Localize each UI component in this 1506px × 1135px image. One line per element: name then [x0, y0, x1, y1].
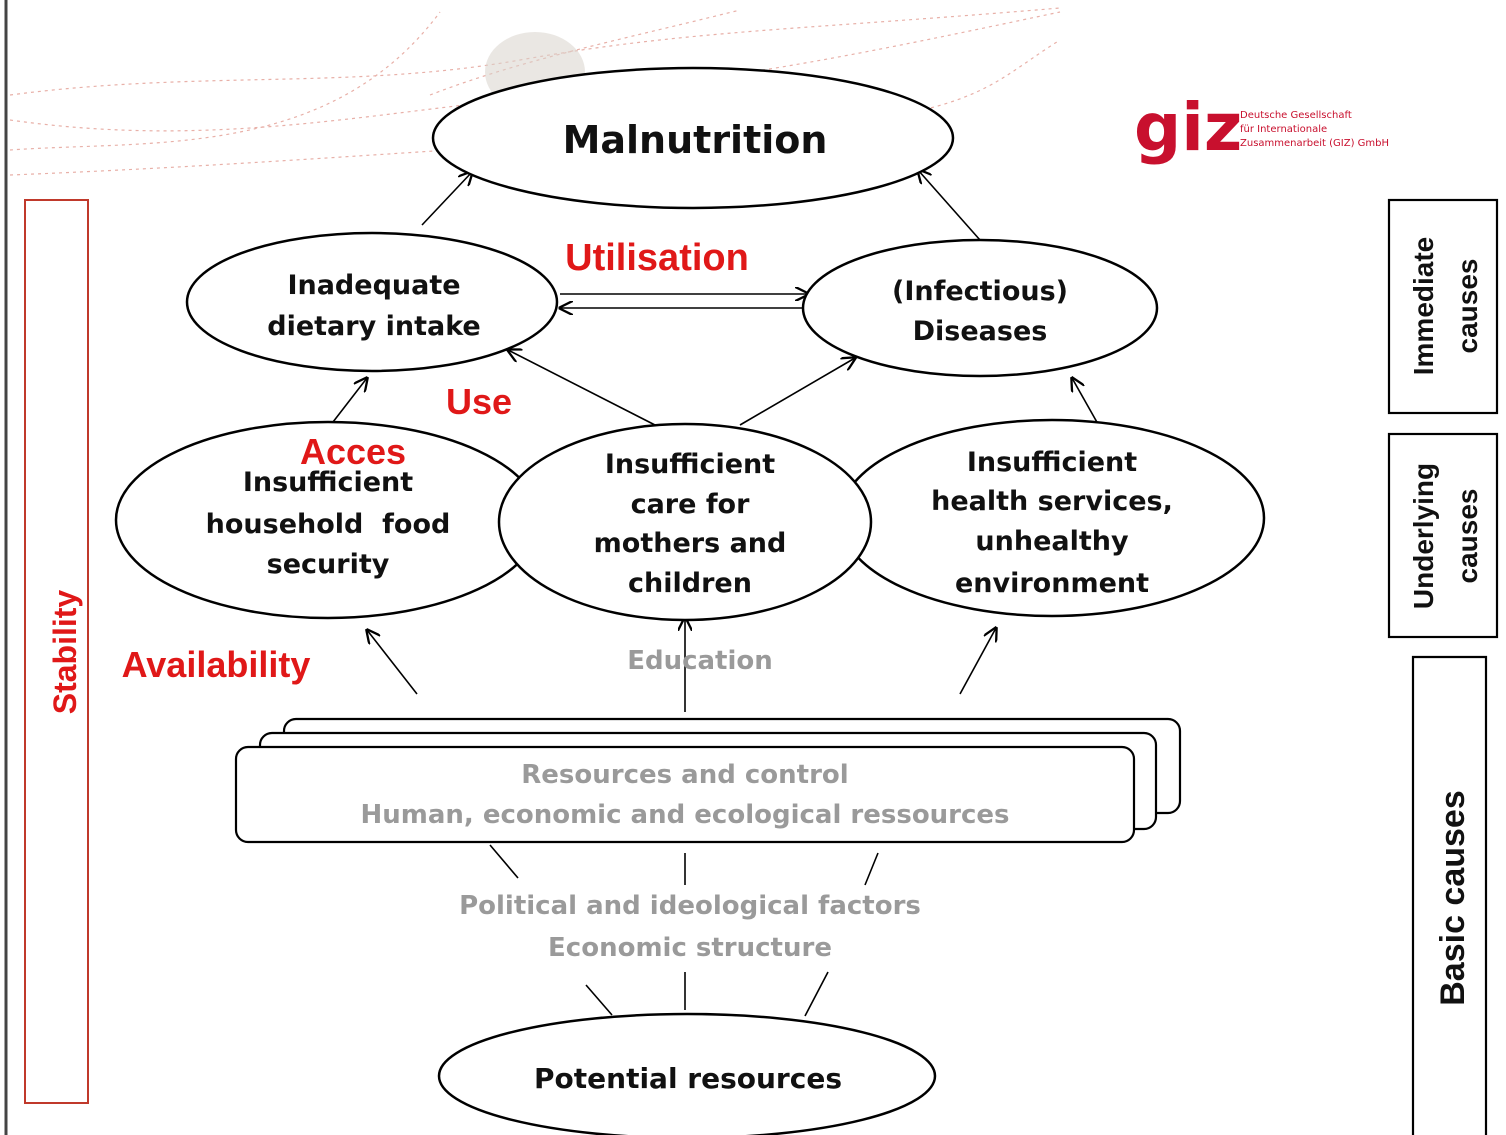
giz-wordmark: giz	[1134, 89, 1242, 166]
economic-structure-label: Economic structure	[548, 933, 832, 963]
arrow-diseases-to-malnutrition	[918, 170, 981, 241]
arrow-dietary-to-malnutrition	[421, 172, 472, 226]
care-line-3: mothers and	[594, 528, 787, 559]
health-services-line-3: unhealthy	[975, 526, 1129, 557]
basic-causes-box: Basic causes	[1411, 655, 1488, 1135]
arrow-food-to-dietary	[332, 378, 367, 423]
potential-resources-node: Potential resources	[437, 1012, 937, 1135]
availability-label: Availability	[122, 644, 311, 685]
basic-causes-label: Basic causes	[1434, 790, 1472, 1006]
diseases-node: (Infectious) Diseases	[801, 238, 1159, 378]
immediate-causes-line-2: causes	[1452, 259, 1483, 354]
line-potential-right	[804, 971, 829, 1017]
food-security-line-1: Insufficient	[243, 467, 413, 498]
diseases-line-2: Diseases	[913, 316, 1048, 347]
health-services-node: Insufficient health services, unhealthy …	[838, 418, 1266, 618]
giz-logo-line-3: Zusammenarbeit (GIZ) GmbH	[1240, 138, 1389, 149]
connectors	[332, 170, 1099, 1017]
giz-logo-line-2: für Internationale	[1240, 124, 1327, 135]
immediate-causes-box: Immediate causes	[1387, 198, 1499, 415]
education-label: Education	[627, 646, 773, 676]
stability-label: Stability	[47, 590, 83, 715]
underlying-causes-line-2: causes	[1452, 489, 1483, 584]
line-resources-to-political-right	[864, 852, 879, 886]
underlying-causes-line-1: Underlying	[1408, 463, 1439, 609]
acces-label: Acces	[300, 431, 406, 472]
dietary-intake-line-1: Inadequate	[287, 270, 460, 301]
care-line-2: care for	[631, 489, 751, 520]
health-services-line-4: environment	[955, 568, 1149, 599]
underlying-causes-box: Underlying causes	[1387, 432, 1499, 639]
health-services-line-1: Insufficient	[967, 447, 1137, 478]
stability-box: Stability	[24, 199, 89, 1104]
resources-stack: Resources and control Human, economic an…	[234, 717, 1182, 844]
political-factors-label: Political and ideological factors	[459, 891, 921, 921]
arrow-resources-to-health	[959, 628, 996, 695]
resources-line-2: Human, economic and ecological ressource…	[360, 800, 1009, 830]
use-label: Use	[446, 381, 512, 422]
diseases-line-1: (Infectious)	[892, 276, 1068, 307]
malnutrition-label: Malnutrition	[563, 118, 828, 162]
arrow-care-to-dietary	[508, 350, 656, 426]
immediate-causes-line-1: Immediate	[1408, 237, 1439, 376]
malnutrition-node: Malnutrition	[431, 66, 955, 210]
dietary-intake-node: Inadequate dietary intake	[185, 231, 559, 373]
line-resources-to-political-left	[489, 844, 519, 879]
dietary-intake-line-2: dietary intake	[267, 311, 480, 342]
care-node: Insufficient care for mothers and childr…	[497, 422, 873, 622]
arrow-resources-to-food	[367, 630, 418, 695]
resources-line-1: Resources and control	[521, 760, 848, 790]
food-security-line-2: household food	[206, 509, 451, 540]
giz-logo-line-1: Deutsche Gesellschaft	[1240, 110, 1352, 121]
potential-resources-label: Potential resources	[534, 1062, 842, 1095]
care-line-1: Insufficient	[605, 449, 775, 480]
food-security-line-3: security	[267, 549, 390, 580]
line-potential-left	[585, 984, 613, 1016]
giz-logo: giz Deutsche Gesellschaft für Internatio…	[1134, 89, 1389, 166]
care-line-4: children	[628, 568, 752, 599]
arrow-care-to-diseases	[739, 358, 855, 426]
arrow-health-to-diseases	[1072, 378, 1099, 425]
utilisation-label: Utilisation	[565, 237, 749, 279]
health-services-line-2: health services,	[931, 486, 1173, 517]
